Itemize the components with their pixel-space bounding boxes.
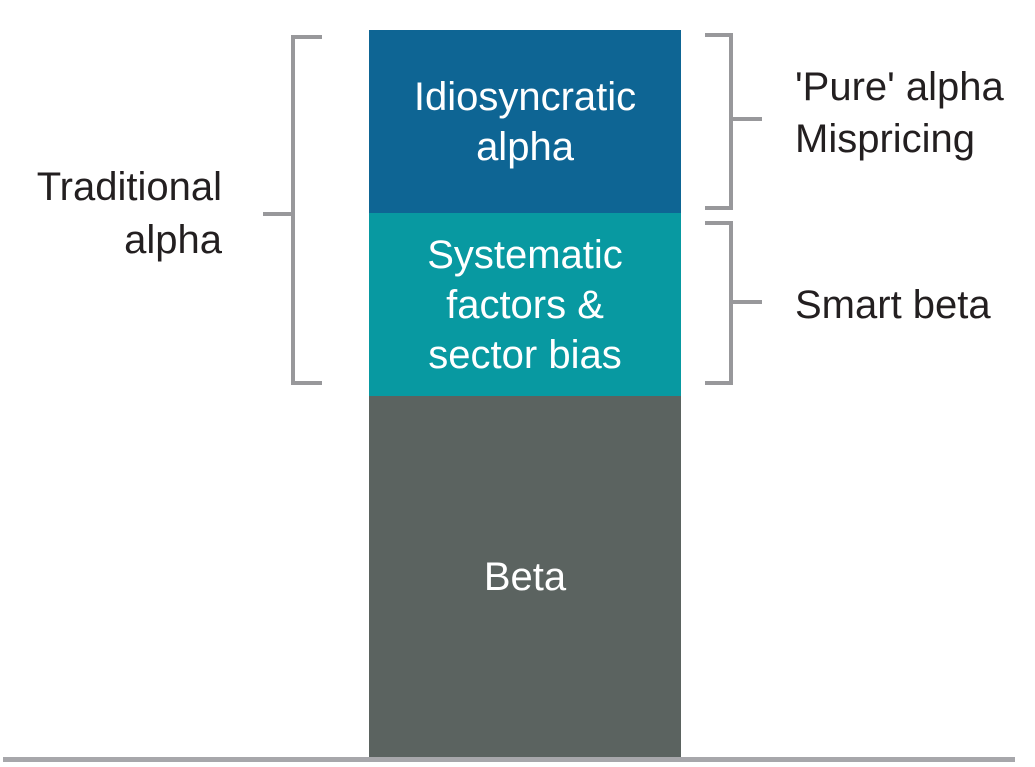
pure-alpha-mispricing-label: 'Pure' alpha Mispricing — [795, 61, 1004, 165]
bracket-line — [291, 35, 295, 385]
bar-segment-beta: Beta — [369, 396, 681, 758]
bracket-line — [729, 33, 733, 210]
label-line: Mispricing — [795, 117, 976, 161]
bracket-line — [705, 33, 733, 37]
baseline-rule — [3, 757, 1015, 762]
bracket-line — [263, 212, 291, 216]
segment-label-line: Beta — [483, 555, 567, 599]
stacked-bar: Idiosyncratic alpha Systematic factors &… — [369, 30, 681, 758]
traditional-alpha-label: Traditional alpha — [0, 161, 222, 267]
segment-label-line: sector bias — [428, 332, 622, 377]
bracket-line — [291, 381, 322, 385]
segment-label-line: Systematic — [427, 232, 623, 277]
bracket-line — [733, 117, 762, 121]
segment-label-line: Idiosyncratic — [413, 74, 637, 119]
label-line: Traditional — [36, 165, 222, 209]
segment-label-line: alpha — [476, 124, 574, 169]
bracket-line — [705, 221, 733, 225]
bracket-line — [733, 300, 762, 304]
bracket-line — [705, 381, 733, 385]
label-line: Smart beta — [795, 283, 991, 327]
bar-segment-idiosyncratic-alpha: Idiosyncratic alpha — [369, 30, 681, 213]
label-line: 'Pure' alpha — [795, 65, 1004, 109]
segment-label-line: factors & — [446, 282, 604, 327]
bar-segment-systematic-factors: Systematic factors & sector bias — [369, 213, 681, 396]
bracket-line — [705, 206, 733, 210]
label-line: alpha — [124, 218, 222, 262]
bracket-line — [729, 221, 733, 385]
bracket-line — [291, 35, 322, 39]
smart-beta-label: Smart beta — [795, 279, 991, 331]
